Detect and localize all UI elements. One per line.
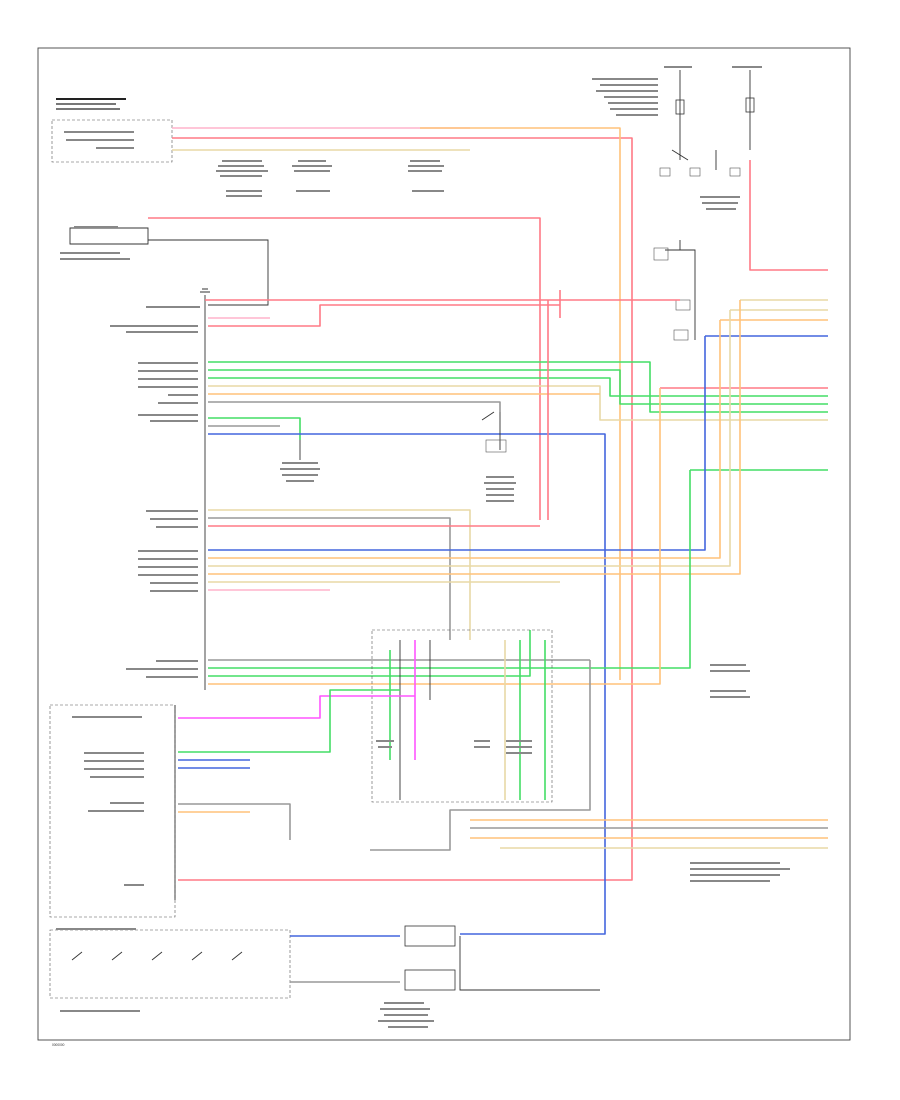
- lower-wires: [178, 660, 828, 851]
- lower-left-connector-block: [49, 704, 176, 918]
- fuse-icon: [675, 99, 685, 115]
- wire-orange-top: [420, 127, 621, 680]
- right-notes: [690, 664, 790, 882]
- left-pin-labels: [110, 306, 200, 678]
- wire-red-top-2: [172, 137, 633, 881]
- top-left-connector-block: [51, 98, 173, 163]
- left-sensor-block: [60, 217, 541, 520]
- middle-components: [280, 300, 549, 520]
- bottom-switch-assembly: [49, 925, 600, 1028]
- wire-bundle: [205, 290, 828, 935]
- main-connector-column: [200, 288, 210, 690]
- diagram-frame: [37, 47, 851, 1041]
- top-note-blocks: [216, 160, 444, 197]
- lower-wire-bundle: [208, 300, 741, 685]
- top-wire-group: [172, 127, 633, 881]
- ground-icon: [200, 288, 210, 293]
- connector-arrow-icon: [404, 925, 456, 947]
- footer-code: 0000000: [52, 1043, 65, 1047]
- top-right-components: [592, 66, 828, 341]
- central-module: [371, 629, 553, 803]
- fuse-icon: [745, 97, 755, 113]
